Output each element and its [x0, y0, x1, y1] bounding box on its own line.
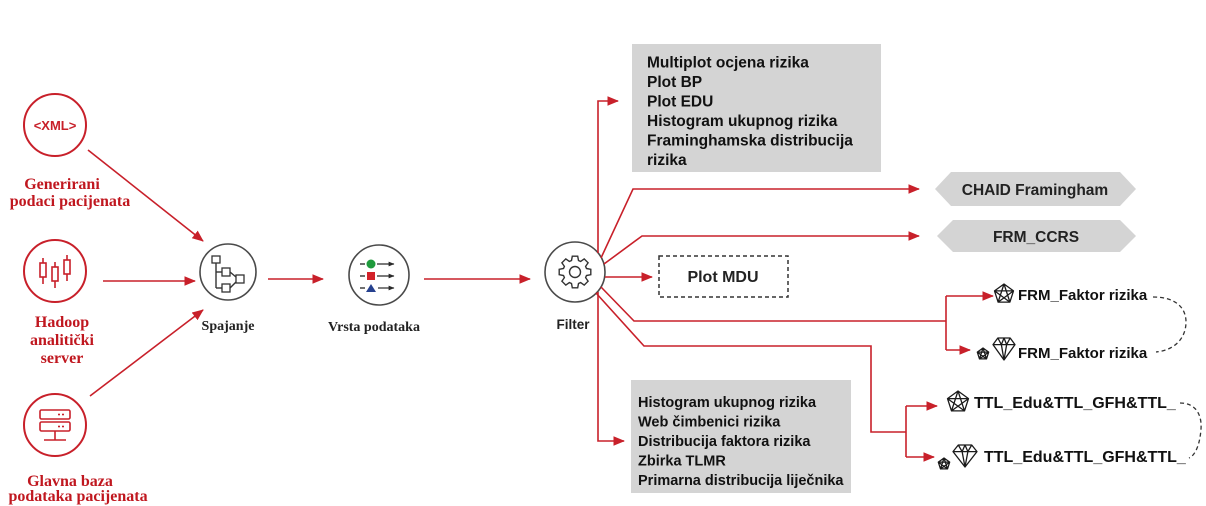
merge-box-bottom	[221, 283, 231, 293]
plot-mdu-node: Plot MDU	[658, 255, 789, 298]
graphs-top-box-bg	[632, 44, 881, 172]
plot-mdu-dashed-box	[658, 255, 789, 298]
source-hadoop: Hadoop analitički server	[23, 239, 95, 367]
arrow-filter-to-graphs-bottom	[597, 292, 625, 446]
arrow-filter-to-frm-ccrs	[603, 231, 920, 265]
source-database: Glavna baza podataka pacijenata	[8, 393, 148, 505]
filter-node-ring	[544, 241, 606, 303]
xml-source-label-line-1: Generirani	[24, 176, 100, 193]
server-drawer-1	[39, 409, 71, 420]
radar-model-icon	[946, 390, 970, 412]
graphs-bottom-box: Histogram ukupnog rizika Web čimbenici r…	[631, 380, 851, 493]
merge-join-2	[229, 281, 237, 289]
gear-outline	[558, 255, 592, 289]
gear-icon	[558, 255, 592, 289]
candle-1-body	[39, 262, 47, 278]
line-filter-to-ttl	[595, 292, 906, 433]
graphs-bottom-item: Zbirka TLMR	[638, 454, 726, 470]
chaid-model-banner: CHAID Framingham	[935, 172, 1136, 206]
merge-box-top	[211, 255, 221, 264]
graphs-bottom-item: Distribucija faktora rizika	[638, 434, 811, 450]
chaid-banner-shape	[935, 172, 1136, 206]
ttl-nugget-label: TTL_Edu&TTL_GFH&TTL_	[984, 449, 1187, 466]
hadoop-source-label-line-3: server	[41, 350, 84, 367]
xml-source-ring	[23, 93, 87, 157]
graphs-top-item: Plot EDU	[647, 94, 713, 111]
merge-box-mid	[221, 267, 231, 277]
frm-ccrs-banner-label: FRM_CCRS	[993, 229, 1079, 246]
server-drawer-2	[39, 421, 71, 432]
ttl-model-label: TTL_Edu&TTL_GFH&TTL_	[974, 395, 1177, 412]
frm-faktor-model-label: FRM_Faktor rizika	[1018, 287, 1148, 304]
hadoop-source-label-line-1: Hadoop	[35, 314, 89, 331]
type-triangle-shape	[366, 284, 376, 292]
radar-model-icon	[937, 457, 951, 470]
graphs-bottom-item: Primarna distribucija liječnika	[638, 473, 844, 489]
xml-source-label-line-2: podaci pacijenata	[10, 193, 130, 210]
database-source-label-line-1: Glavna baza	[27, 473, 113, 490]
diamond-nugget-icon	[992, 337, 1016, 361]
plot-mdu-label: Plot MDU	[687, 269, 758, 286]
ttl-link-dashed	[1179, 402, 1202, 459]
merge-icon	[211, 255, 245, 293]
merge-box-out	[235, 274, 245, 284]
radar-model-icon	[993, 283, 1015, 303]
data-type-icon	[360, 259, 395, 292]
xml-icon: <XML>	[34, 118, 77, 133]
database-source-label-line-2: podataka pacijenata	[8, 488, 147, 505]
chaid-banner-label: CHAID Framingham	[962, 182, 1108, 199]
candle-2-body	[51, 266, 59, 282]
merge-join-1	[229, 271, 237, 278]
graphs-bottom-box-bg	[631, 380, 851, 493]
radar-model-icon	[976, 347, 990, 360]
frm-ccrs-banner: FRM_CCRS	[937, 220, 1136, 252]
graphs-top-item: Plot BP	[647, 74, 702, 91]
graphs-top-item: rizika	[647, 152, 687, 169]
candle-3-body	[63, 259, 71, 275]
frm-faktor-nugget-label: FRM_Faktor rizika	[1018, 345, 1148, 362]
source-xml: <XML> Generirani podaci pacijenata	[10, 93, 130, 210]
candlestick-icon	[39, 255, 71, 288]
graphs-top-box: Multiplot ocjena rizika Plot BP Plot EDU…	[632, 44, 881, 172]
diamond-nugget-icon	[952, 444, 978, 468]
ttl-model-group: TTL_Edu&TTL_GFH&TTL_ TTL_Edu&TTL_GFH&TTL…	[937, 390, 1202, 470]
arrow-filter-to-chaid	[600, 184, 920, 259]
graphs-bottom-item: Web čimbenici rizika	[638, 415, 781, 431]
frm-ccrs-banner-shape	[937, 220, 1136, 252]
server-icon	[39, 409, 71, 441]
hadoop-source-label-line-2: analitički	[30, 332, 95, 349]
filter-node-label: Filter	[556, 317, 590, 332]
type-node-ring	[348, 244, 410, 306]
arrow-filter-to-graphs-top	[597, 96, 619, 253]
type-circle-shape	[366, 259, 376, 269]
merge-node-label: Spajanje	[202, 319, 255, 334]
arrow-database-to-merge	[89, 309, 204, 397]
line-filter-to-frm-faktor	[600, 286, 946, 322]
graphs-top-item: Framinghamska distribucija	[647, 133, 853, 150]
filter-node: Filter	[544, 241, 606, 332]
type-square-shape	[367, 272, 375, 280]
frm-faktor-model-group: FRM_Faktor rizika FRM_Faktor rizika	[976, 283, 1187, 362]
graphs-top-item: Multiplot ocjena rizika	[647, 55, 809, 72]
frm-faktor-link-dashed	[1152, 296, 1187, 353]
type-node-label: Vrsta podataka	[328, 320, 420, 335]
arrow-xml-to-merge	[87, 149, 204, 242]
type-node: Vrsta podataka	[328, 244, 420, 335]
gear-hub	[568, 265, 582, 279]
graphs-top-item: Histogram ukupnog rizika	[647, 113, 838, 130]
graphs-bottom-item: Histogram ukupnog rizika	[638, 395, 817, 411]
merge-node: Spajanje	[199, 243, 257, 334]
